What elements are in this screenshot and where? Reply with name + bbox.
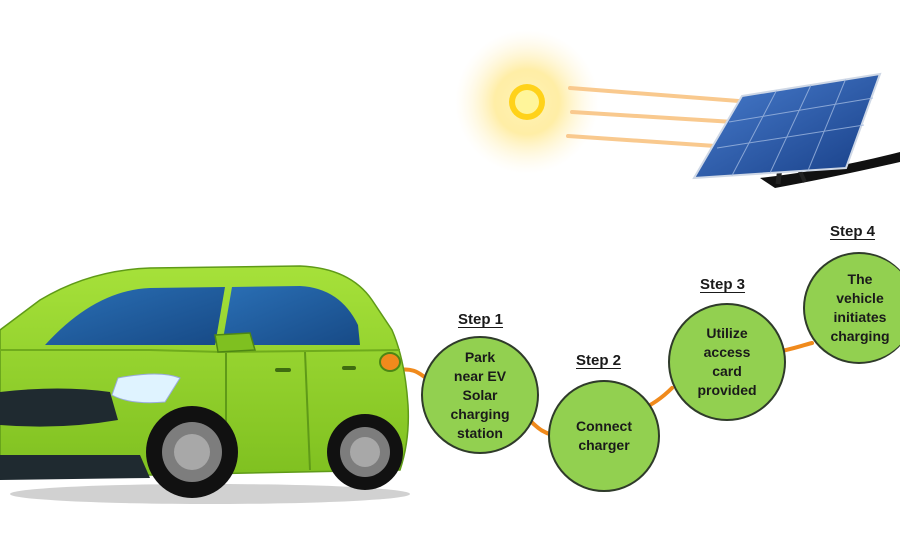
- step-3-circle: Utilize access card provided: [668, 303, 786, 421]
- step-2-label: Step 2: [576, 352, 622, 369]
- step-4-text: The vehicle initiates charging: [830, 271, 890, 344]
- sun-rays: [566, 86, 770, 154]
- step-3-text: Utilize access card provided: [697, 325, 757, 398]
- sun-icon: [455, 30, 599, 174]
- step-2-text: Connect charger: [576, 418, 632, 453]
- step-1-text: Park near EV Solar charging station: [450, 348, 510, 441]
- step-1-circle: Park near EV Solar charging station: [421, 336, 539, 454]
- step-2-circle: Connect charger: [548, 380, 660, 492]
- electric-car-icon: [0, 265, 410, 504]
- step-1-label: Step 1: [458, 311, 504, 328]
- step-4-circle: The vehicle initiates charging: [803, 252, 900, 364]
- step-4-label: Step 4: [830, 223, 876, 240]
- step-3-label: Step 3: [700, 276, 746, 293]
- solar-panel-icon: [692, 72, 900, 188]
